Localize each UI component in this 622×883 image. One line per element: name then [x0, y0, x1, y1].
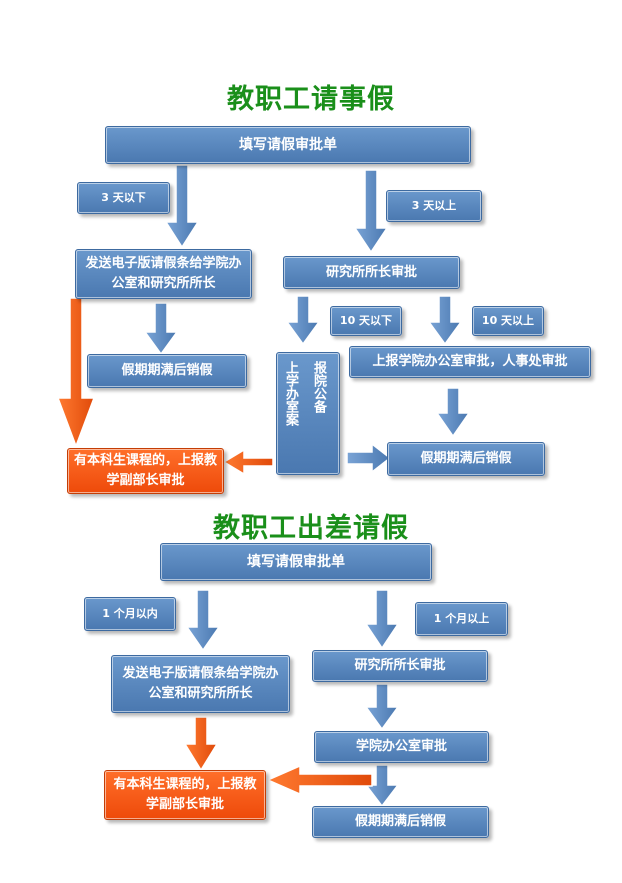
arrow-down-hr-cancel	[435, 387, 471, 438]
undergrad-course-approval-step: 有本科生课程的，上报教学副部长审批	[67, 448, 224, 494]
report-college-col1: 上学办室案	[283, 361, 298, 426]
arrow-down-director-office	[364, 683, 400, 731]
arrow-orange-down-left	[56, 297, 96, 449]
cancel-leave-step-right: 假期期满后销假	[387, 442, 545, 476]
report-college-office-step: 上学办室案 报院公备	[276, 352, 340, 475]
business-trip-title: 教职工出差请假	[213, 513, 409, 544]
arrow-down-office-cancel-2	[364, 764, 400, 808]
college-office-hr-approval-step: 上报学院办公室审批，人事处审批	[349, 346, 591, 378]
within-month-label: 1 个月以内	[84, 597, 176, 631]
arrow-right-cancel	[346, 442, 392, 474]
arrow-down-10days	[285, 295, 321, 346]
arrow-down-month-plus	[364, 589, 400, 650]
send-electronic-step: 发送电子版请假条给学院办公室和研究所所长	[75, 249, 252, 299]
arrow-down-office-cancel	[143, 302, 179, 356]
over-10-days-label: 10 天以上	[472, 306, 544, 336]
arrow-orange-left	[222, 448, 274, 476]
institute-director-approval-step-2: 研究所所长审批	[312, 650, 488, 682]
business-fill-form-step: 填写请假审批单	[160, 543, 432, 581]
send-electronic-step-2: 发送电子版请假条给学院办公室和研究所所长	[111, 655, 290, 713]
report-college-col2: 报院公备	[311, 361, 326, 413]
cancel-leave-step-2: 假期期满后销假	[312, 806, 489, 838]
cancel-leave-step-left: 假期期满后销假	[87, 354, 247, 388]
institute-director-approval-step: 研究所所长审批	[283, 256, 460, 289]
arrow-down-3days	[164, 164, 200, 249]
leave-title: 教职工请事假	[227, 84, 395, 115]
arrow-down-10plus	[427, 295, 463, 346]
college-office-approval-step: 学院办公室审批	[314, 731, 489, 763]
arrow-orange-down-2	[183, 716, 219, 772]
leave-fill-form-step: 填写请假审批单	[105, 126, 471, 164]
arrow-orange-left-2	[266, 764, 373, 796]
arrow-down-month	[185, 589, 221, 652]
over-month-label: 1 个月以上	[415, 602, 508, 636]
under-10-days-label: 10 天以下	[330, 306, 402, 336]
under-3-days-label: 3 天以下	[77, 182, 170, 214]
over-3-days-label: 3 天以上	[386, 190, 482, 222]
arrow-down-3plus	[353, 169, 389, 254]
undergrad-course-approval-step-2: 有本科生课程的，上报教学副部长审批	[104, 770, 266, 820]
